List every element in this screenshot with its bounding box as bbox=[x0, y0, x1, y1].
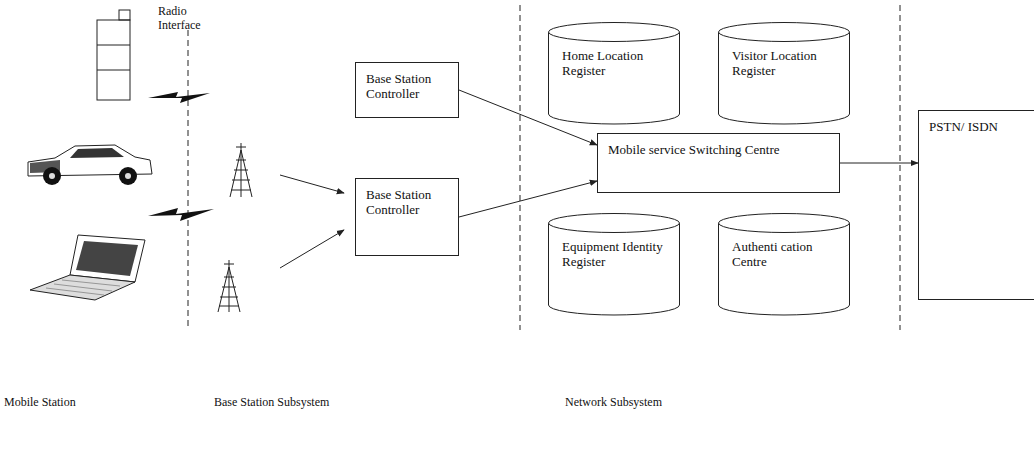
connector-arrow bbox=[840, 163, 918, 164]
node-text: Visitor Location Register bbox=[732, 48, 838, 78]
subsystem-label: Mobile Station bbox=[4, 395, 164, 409]
register-cylinder: Home Location Register bbox=[548, 22, 680, 124]
subsystem-label: Network Subsystem bbox=[565, 395, 765, 409]
car-icon bbox=[28, 145, 152, 185]
register-cylinder: Visitor Location Register bbox=[718, 22, 850, 124]
node-text: Base Station Controller bbox=[366, 187, 448, 217]
controller-box: Base Station Controller bbox=[355, 178, 459, 256]
interface-label: Radio Interface bbox=[158, 4, 228, 32]
node-text: PSTN/ ISDN bbox=[929, 119, 1034, 134]
switching-box: Mobile service Switching Centre bbox=[597, 133, 840, 193]
controller-box: Base Station Controller bbox=[355, 62, 459, 118]
laptop-icon bbox=[30, 235, 145, 300]
connector-arrow bbox=[459, 181, 597, 217]
phone-icon bbox=[97, 10, 130, 100]
register-cylinder: Equipment Identity Register bbox=[548, 213, 680, 315]
node-text: Authenti cation Centre bbox=[732, 239, 838, 269]
network-box: PSTN/ ISDN bbox=[918, 110, 1034, 300]
antenna-icons bbox=[218, 143, 252, 312]
radio-bolts bbox=[148, 92, 214, 221]
node-text: Home Location Register bbox=[562, 48, 668, 78]
divider-lines bbox=[188, 5, 900, 330]
node-text: Equipment Identity Register bbox=[562, 239, 668, 269]
antenna-links bbox=[280, 175, 344, 268]
node-text: Base Station Controller bbox=[366, 71, 448, 101]
register-cylinder: Authenti cation Centre bbox=[718, 213, 850, 315]
subsystem-label: Base Station Subsystem bbox=[214, 395, 414, 409]
node-text: Mobile service Switching Centre bbox=[608, 142, 829, 157]
